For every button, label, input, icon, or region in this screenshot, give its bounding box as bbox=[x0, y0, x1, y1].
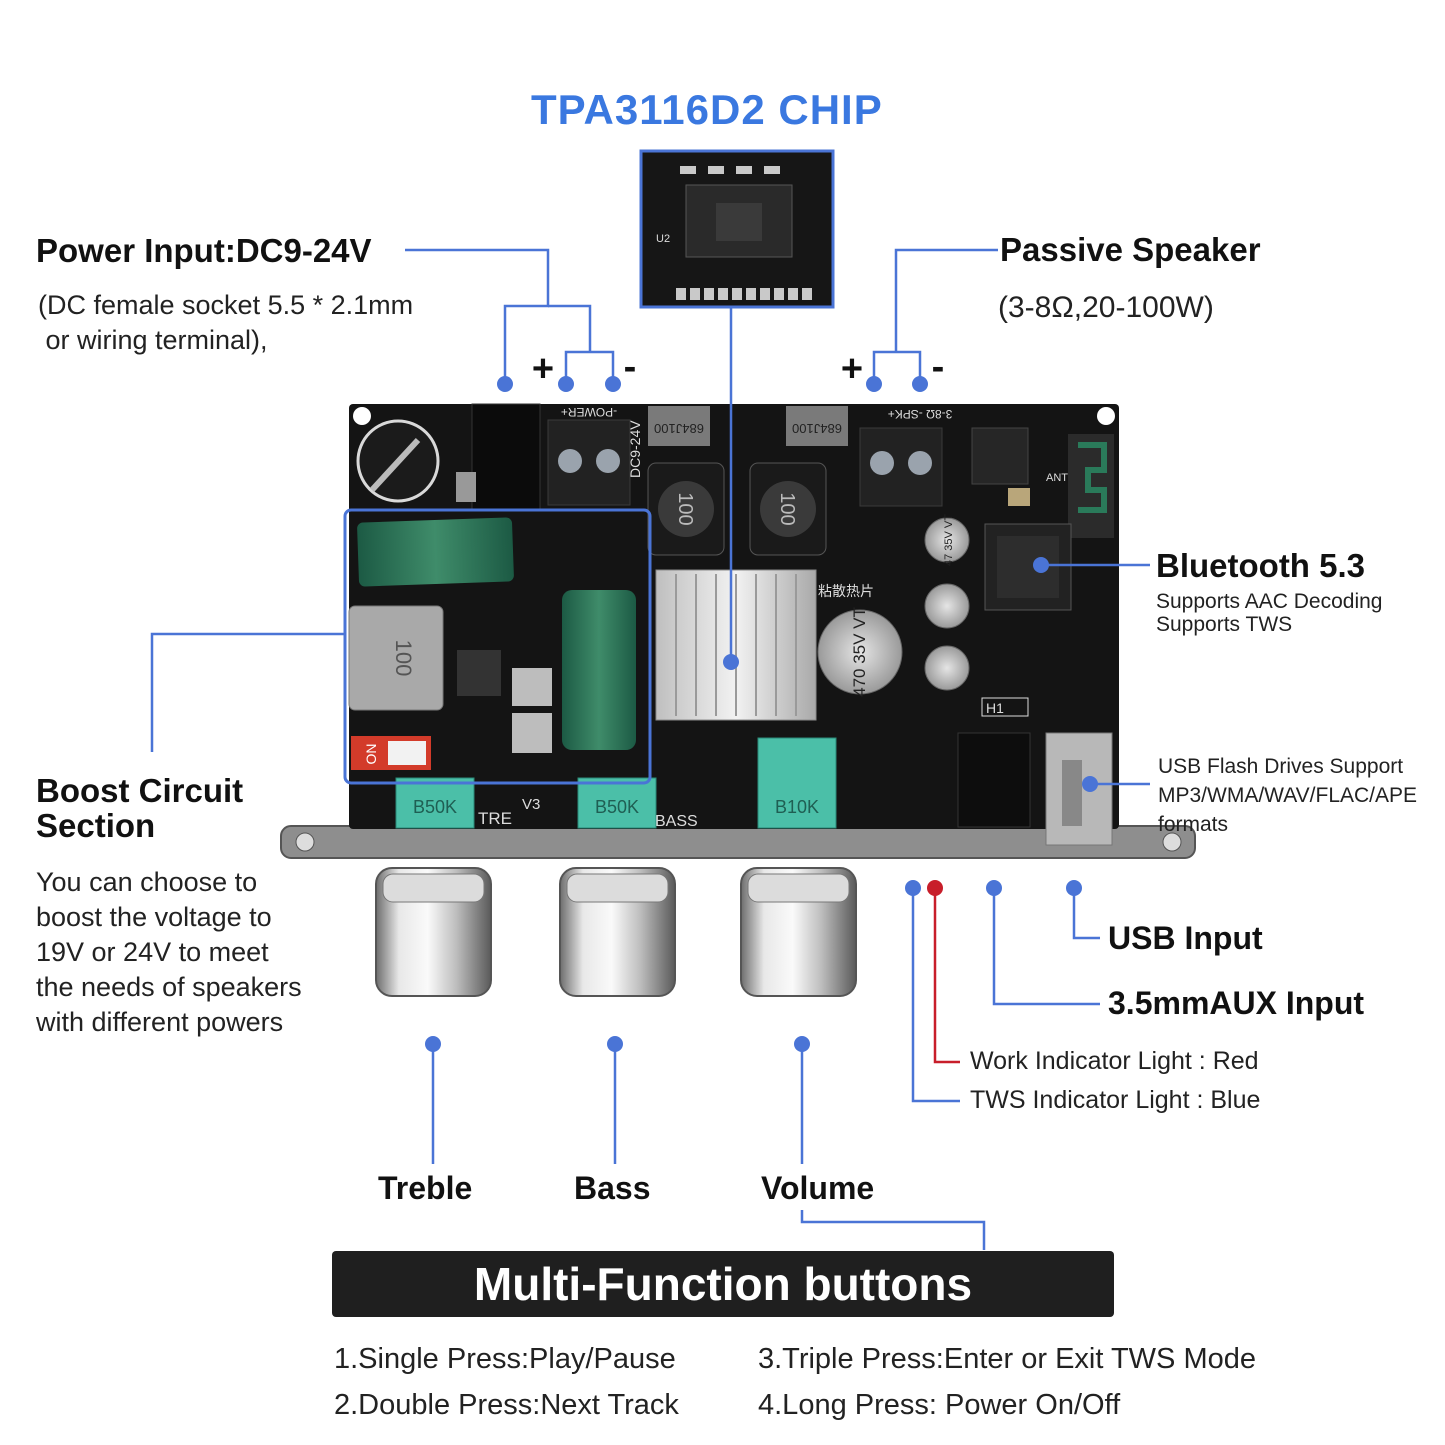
svg-text:粘散热片: 粘散热片 bbox=[818, 583, 874, 599]
svg-text:+: + bbox=[532, 348, 554, 390]
bluetooth-feature-1: Supports AAC Decoding bbox=[1156, 590, 1383, 613]
pot-volume bbox=[757, 737, 837, 829]
diagram-title: TPA3116D2 CHIP bbox=[531, 86, 883, 133]
pot-bass bbox=[577, 777, 657, 829]
button-function-1: 1.Single Press:Play/Pause bbox=[334, 1343, 676, 1375]
treble-label: Treble bbox=[378, 1170, 473, 1206]
usb-support-line-1: USB Flash Drives Support bbox=[1158, 755, 1404, 778]
film-cap-1 bbox=[648, 406, 710, 446]
svg-text:3-8Ω -SPK+: 3-8Ω -SPK+ bbox=[888, 407, 953, 421]
svg-text:B50K: B50K bbox=[413, 797, 457, 817]
power-input-detail-2: or wiring terminal), bbox=[38, 325, 268, 355]
usb-input-label: USB Input bbox=[1108, 920, 1263, 956]
work-indicator-line bbox=[933, 888, 960, 1064]
knob-volume bbox=[740, 867, 857, 997]
work-indicator-label: Work Indicator Light : Red bbox=[970, 1047, 1259, 1075]
svg-text:684J100: 684J100 bbox=[654, 421, 704, 436]
usb-support-line-2: MP3/WMA/WAV/FLAC/APE bbox=[1158, 784, 1418, 807]
knob-bass bbox=[559, 867, 676, 997]
boost-capacitor bbox=[357, 517, 514, 587]
chip-inset: U2 bbox=[639, 149, 835, 309]
boost-highlight-box bbox=[343, 508, 652, 785]
svg-text:+: + bbox=[841, 348, 863, 390]
svg-text:H1: H1 bbox=[986, 700, 1004, 716]
aux-input-label: 3.5mmAUX Input bbox=[1108, 985, 1365, 1021]
multi-function-title: Multi-Function buttons bbox=[473, 1258, 973, 1310]
volume-label: Volume bbox=[761, 1170, 875, 1206]
dc-silk: DC9-24V bbox=[627, 420, 643, 478]
aux-jack bbox=[957, 732, 1031, 828]
svg-text:B10K: B10K bbox=[775, 797, 819, 817]
film-cap-2 bbox=[786, 406, 848, 446]
boost-desc-4: the needs of speakers bbox=[36, 972, 302, 1002]
tws-indicator-label: TWS Indicator Light : Blue bbox=[970, 1086, 1261, 1114]
svg-text:V3: V3 bbox=[522, 796, 540, 813]
power-input-heading: Power Input:DC9-24V bbox=[36, 232, 372, 269]
svg-text:684J100: 684J100 bbox=[792, 421, 842, 436]
work-indicator-dot bbox=[927, 880, 943, 896]
svg-text:ANT1: ANT1 bbox=[1046, 472, 1074, 484]
knob-treble bbox=[375, 867, 492, 997]
svg-text:100: 100 bbox=[776, 492, 798, 525]
power-input-detail-1: (DC female socket 5.5 * 2.1mm bbox=[38, 290, 414, 320]
boost-desc-2: boost the voltage to bbox=[36, 902, 272, 932]
svg-text:TRE: TRE bbox=[478, 809, 512, 828]
boost-capacitor-2 bbox=[562, 590, 636, 750]
boost-desc-1: You can choose to bbox=[36, 867, 258, 897]
passive-speaker-heading: Passive Speaker bbox=[1000, 231, 1261, 268]
svg-text:-: - bbox=[932, 346, 945, 388]
leader-dots bbox=[425, 376, 1098, 1052]
usb-support-line-3: formats bbox=[1158, 813, 1229, 836]
power-silk: -POWER+ bbox=[561, 405, 617, 419]
big-capacitor bbox=[817, 609, 903, 695]
svg-text:470 35V VT: 470 35V VT bbox=[850, 607, 869, 697]
svg-text:-: - bbox=[624, 346, 637, 388]
bluetooth-heading: Bluetooth 5.3 bbox=[1156, 547, 1366, 584]
boost-desc-3: 19V or 24V to meet bbox=[36, 937, 269, 967]
bass-label: Bass bbox=[574, 1170, 651, 1206]
button-function-3: 3.Triple Press:Enter or Exit TWS Mode bbox=[758, 1343, 1256, 1375]
dc-jack bbox=[471, 403, 541, 510]
svg-text:B50K: B50K bbox=[595, 797, 639, 817]
boost-inductor bbox=[348, 605, 444, 711]
boost-desc-5: with different powers bbox=[36, 1007, 284, 1037]
bluetooth-feature-2: Supports TWS bbox=[1156, 613, 1293, 636]
boost-heading-1: Boost Circuit bbox=[36, 772, 244, 809]
pot-treble bbox=[395, 777, 475, 829]
passive-speaker-detail: (3-8Ω,20-100W) bbox=[998, 291, 1214, 324]
svg-text:BASS: BASS bbox=[655, 813, 698, 830]
multi-function-banner: Multi-Function buttons bbox=[332, 1251, 1114, 1317]
svg-text:100: 100 bbox=[674, 492, 696, 525]
svg-text:47 35V VT: 47 35V VT bbox=[943, 514, 955, 566]
svg-text:U2: U2 bbox=[656, 233, 670, 245]
svg-text:ON: ON bbox=[363, 744, 379, 765]
button-function-4: 4.Long Press: Power On/Off bbox=[758, 1389, 1121, 1421]
button-function-2: 2.Double Press:Next Track bbox=[334, 1389, 679, 1421]
boost-heading-2: Section bbox=[36, 807, 156, 844]
leader-lines bbox=[150, 248, 1150, 1250]
svg-text:100: 100 bbox=[391, 640, 416, 677]
